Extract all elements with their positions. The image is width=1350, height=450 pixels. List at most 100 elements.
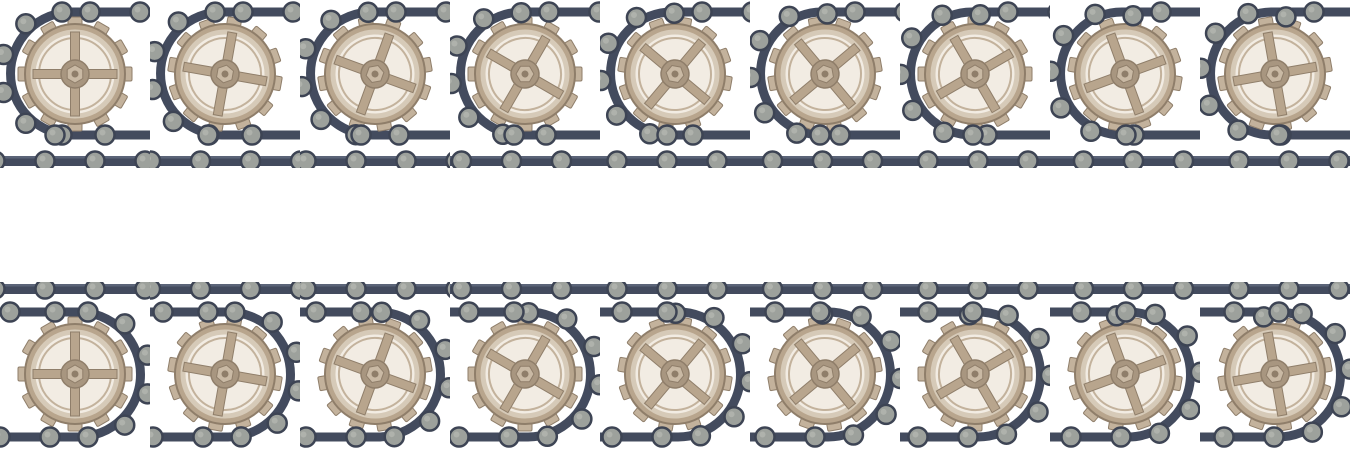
conveyor-belt-icon <box>1200 1 1350 168</box>
gear-icon <box>767 316 883 432</box>
roller-icon <box>1263 426 1285 448</box>
gear-icon <box>317 316 433 432</box>
roller-icon <box>224 301 246 323</box>
roller-icon <box>320 9 342 32</box>
roller-icon <box>44 124 66 146</box>
roller-icon <box>538 1 560 23</box>
roller-icon <box>933 121 955 144</box>
roller-icon <box>1110 426 1132 448</box>
sprite-row-bottom <box>0 282 1350 450</box>
roller-icon <box>197 124 219 146</box>
roller-icon <box>625 6 648 29</box>
roller-icon <box>152 301 174 323</box>
roller-icon <box>844 1 866 23</box>
roller-icon <box>656 282 678 300</box>
conveyor-belt-icon <box>600 282 750 448</box>
roller-icon <box>816 3 838 25</box>
roller-icon <box>1027 401 1049 423</box>
roller-icon <box>150 150 162 168</box>
roller-icon <box>371 301 393 324</box>
roller-icon <box>167 11 190 33</box>
conveyor-frame <box>150 282 300 448</box>
conveyor-frame <box>900 1 1050 168</box>
gear-icon <box>1067 316 1183 432</box>
roller-icon <box>1179 398 1200 421</box>
roller-icon <box>345 426 367 448</box>
roller-icon <box>395 282 417 300</box>
conveyor-belt-icon <box>150 1 300 168</box>
roller-icon <box>134 282 150 300</box>
gear-icon <box>17 16 133 132</box>
roller-icon <box>261 311 283 333</box>
roller-icon <box>1213 426 1235 448</box>
roller-icon <box>605 104 628 126</box>
sprite-frame-0-4 <box>600 0 750 168</box>
roller-icon <box>0 151 6 168</box>
roller-icon <box>1050 97 1072 119</box>
sprite-frame-1-3 <box>450 282 600 450</box>
roller-icon <box>1050 60 1062 83</box>
roller-icon <box>345 282 367 300</box>
roller-icon <box>917 301 939 323</box>
roller-icon <box>77 426 99 448</box>
roller-icon <box>458 106 480 129</box>
roller-icon <box>1052 24 1075 47</box>
roller-icon <box>689 425 712 447</box>
conveyor-frame <box>600 282 750 448</box>
roller-icon <box>450 72 463 95</box>
roller-icon <box>1115 301 1137 323</box>
roller-icon <box>1060 426 1082 448</box>
gear-icon <box>917 16 1033 132</box>
roller-icon <box>1200 57 1212 79</box>
conveyor-belt-icon <box>300 1 450 168</box>
roller-icon <box>0 282 6 299</box>
roller-icon <box>1275 6 1297 28</box>
roller-icon <box>450 426 470 448</box>
gear-icon <box>467 316 583 432</box>
roller-icon <box>1330 396 1350 418</box>
roller-icon <box>957 426 979 448</box>
roller-icon <box>761 282 784 300</box>
roller-icon <box>600 69 612 92</box>
roller-icon <box>1150 1 1172 23</box>
roller-icon <box>1070 301 1092 323</box>
roller-icon <box>809 124 831 146</box>
sprite-frame-0-6 <box>900 0 1050 168</box>
roller-icon <box>804 426 826 448</box>
gear-icon <box>617 316 733 432</box>
gear-icon <box>467 16 583 132</box>
roller-icon <box>0 426 11 448</box>
roller-icon <box>438 377 450 399</box>
roller-icon <box>1291 302 1313 325</box>
roller-icon <box>588 1 600 23</box>
roller-icon <box>778 5 801 28</box>
sprite-frame-0-3 <box>450 0 600 168</box>
roller-icon <box>84 282 106 300</box>
roller-icon <box>900 27 923 49</box>
roller-icon <box>1047 4 1050 20</box>
roller-icon <box>44 301 66 323</box>
sprite-frame-1-6 <box>900 282 1050 450</box>
roller-icon <box>162 110 185 133</box>
roller-icon <box>1228 282 1250 300</box>
roller-icon <box>962 124 984 146</box>
roller-icon <box>1301 421 1324 443</box>
roller-icon <box>750 29 771 52</box>
roller-icon <box>445 282 450 298</box>
roller-icon <box>1115 124 1137 146</box>
roller-icon <box>663 2 685 24</box>
conveyor-belt-icon <box>750 282 900 448</box>
roller-icon <box>750 66 762 89</box>
roller-icon <box>350 124 372 146</box>
conveyor-belt-icon <box>300 282 450 448</box>
roller-icon <box>969 3 991 26</box>
roller-icon <box>601 426 623 448</box>
roller-icon <box>113 414 136 436</box>
roller-icon <box>907 426 929 448</box>
roller-icon <box>450 35 468 57</box>
conveyor-frame <box>450 1 600 168</box>
conveyor-frame <box>0 1 150 168</box>
conveyor-belt-icon <box>1050 1 1200 168</box>
roller-icon <box>510 1 532 24</box>
